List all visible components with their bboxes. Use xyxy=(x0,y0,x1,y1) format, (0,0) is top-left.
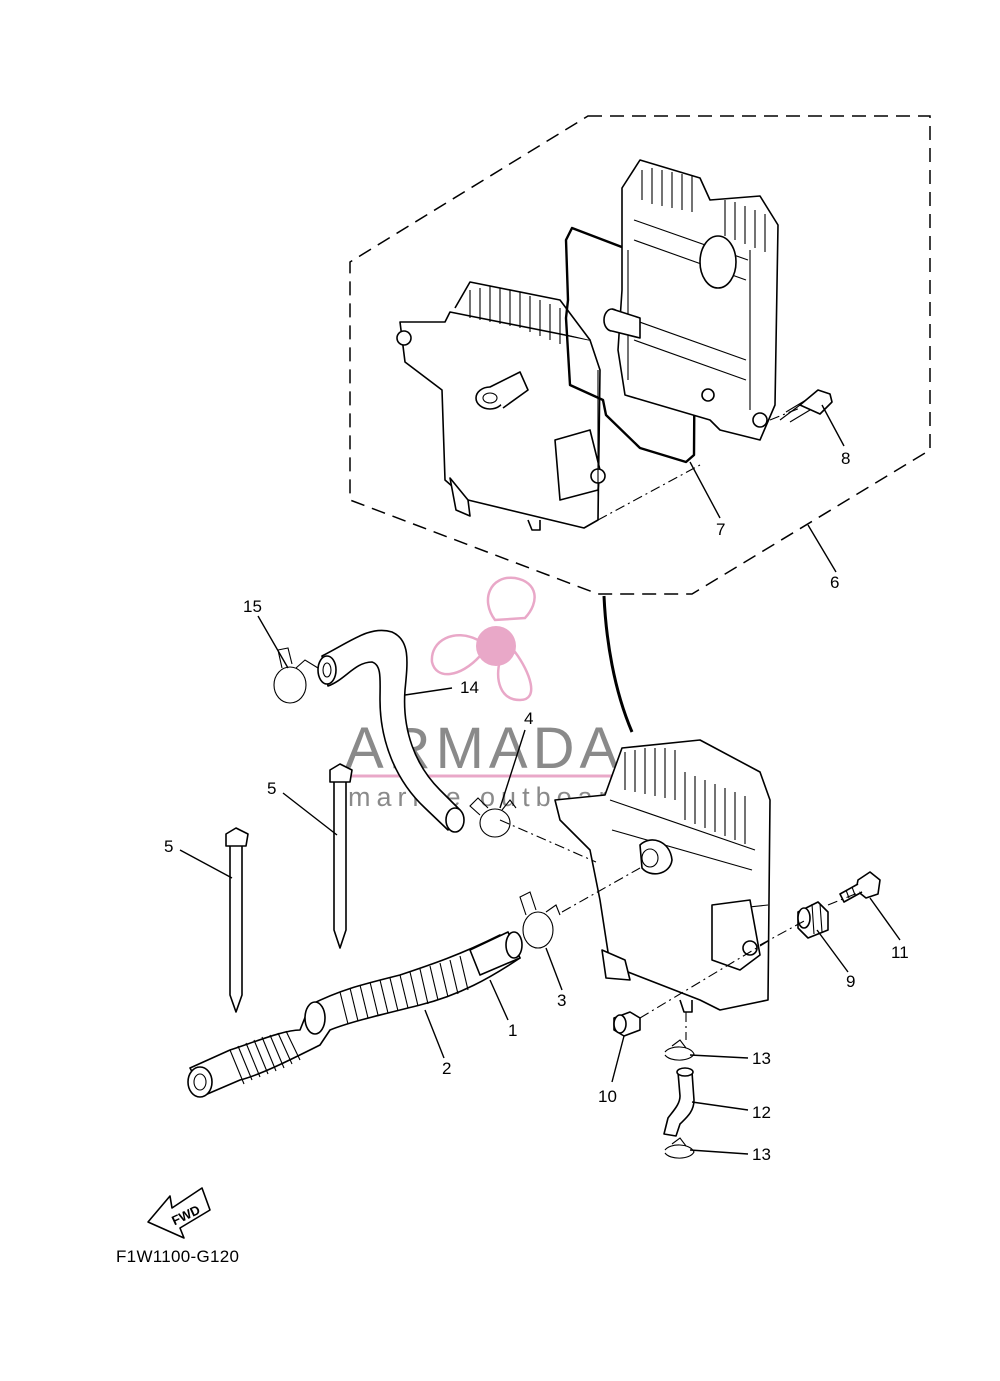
cable-tie-5a xyxy=(225,827,249,1013)
callout-12: 12 xyxy=(752,1103,771,1122)
cable-tie-5b xyxy=(329,763,353,949)
connector-line xyxy=(602,595,634,733)
clamp-13b xyxy=(664,1137,695,1159)
alignment-lines xyxy=(499,407,861,1040)
callout-1: 1 xyxy=(508,1021,517,1040)
clip-15 xyxy=(273,647,319,704)
clip-4 xyxy=(469,797,517,838)
upper-cover-front xyxy=(396,281,606,531)
callout-2: 2 xyxy=(442,1059,451,1078)
clamp-13a xyxy=(664,1039,695,1061)
callout-7: 7 xyxy=(716,520,725,539)
screw-8 xyxy=(779,389,833,423)
hose-2 xyxy=(187,934,521,1098)
leader-lines xyxy=(179,404,901,1155)
collar-10 xyxy=(613,1011,641,1037)
callout-15: 15 xyxy=(243,597,262,616)
propeller-icon xyxy=(430,576,536,702)
grommet-9 xyxy=(797,901,829,939)
callout-3: 3 xyxy=(557,991,566,1010)
diagram-code: F1W1100-G120 xyxy=(116,1247,240,1266)
hose-12 xyxy=(663,1067,695,1137)
hose-14 xyxy=(317,629,465,833)
callout-10: 10 xyxy=(598,1087,617,1106)
bolt-11 xyxy=(839,871,881,903)
callout-13b: 13 xyxy=(752,1145,771,1164)
upper-cover-rear xyxy=(603,159,779,441)
callout-4: 4 xyxy=(524,709,533,728)
clip-3 xyxy=(519,891,561,949)
callout-numbers: 15 14 4 5 5 3 1 2 7 6 8 9 11 10 13 12 13 xyxy=(164,449,909,1164)
callout-6: 6 xyxy=(830,573,839,592)
callout-11: 11 xyxy=(891,943,909,962)
callout-8: 8 xyxy=(841,449,850,468)
lower-cover-assembly xyxy=(554,739,771,1013)
callout-14: 14 xyxy=(460,678,479,697)
fwd-arrow-icon: FWD xyxy=(147,1187,211,1239)
assembly-boundary xyxy=(349,115,931,595)
callout-13a: 13 xyxy=(752,1049,771,1068)
callout-5a: 5 xyxy=(164,837,173,856)
callout-5b: 5 xyxy=(267,779,276,798)
callout-9: 9 xyxy=(846,972,855,991)
hose-1 xyxy=(469,931,523,976)
